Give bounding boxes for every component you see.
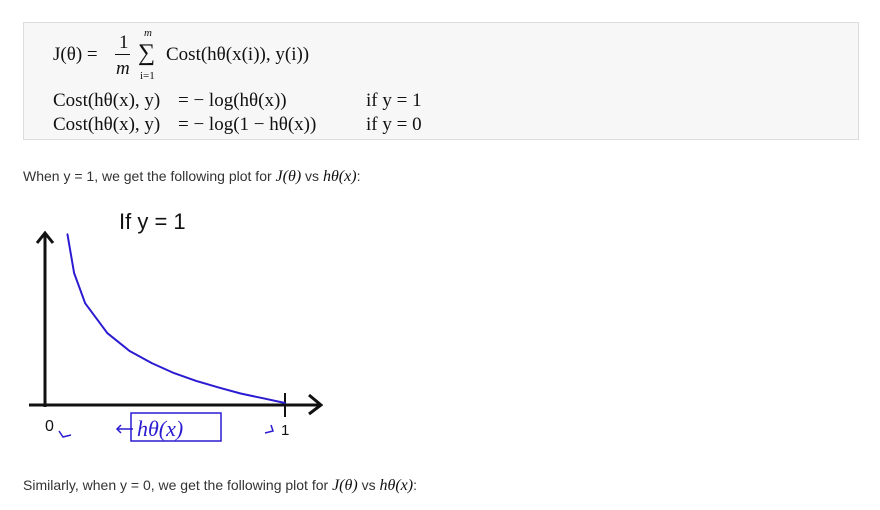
cost-curve-point: [66, 233, 69, 235]
cost-row2-condition: if y = 0: [366, 114, 422, 135]
cost-row1-condition: if y = 1: [366, 90, 422, 111]
cost-curve-point: [84, 302, 86, 305]
y-axis-arrow-icon: [35, 230, 55, 244]
label-left-arrow-icon: [115, 424, 122, 434]
fraction-numerator: 1: [119, 32, 129, 53]
plot-title: If y = 1: [119, 209, 186, 234]
origin-label: 0: [45, 418, 54, 435]
paragraph-y1-colon: :: [356, 168, 361, 184]
cost-curve-point: [195, 380, 197, 382]
cost-curve-point: [151, 362, 153, 364]
cost-curve-point: [239, 392, 242, 395]
fraction-denominator: m: [116, 58, 130, 79]
paragraph-y0-math-h: hθ(x): [379, 477, 414, 494]
cost-curve-point: [106, 332, 109, 334]
end-label: 1: [281, 422, 289, 439]
cost-plot-y1: If y = 1 0 1 hθ(x): [23, 207, 323, 452]
plot-background: [23, 207, 323, 452]
cost-row1-rhs: = − log(hθ(x)): [178, 90, 287, 111]
x-axis-arrow-icon: [308, 393, 323, 416]
paragraph-y1-math-h: hθ(x): [322, 168, 357, 185]
cost-curve-point: [173, 372, 175, 374]
fraction-bar: [115, 54, 130, 55]
cost-curve-point: [73, 272, 75, 274]
paragraph-y1-text: When y = 1, we get the following plot fo…: [23, 168, 272, 184]
j-theta-lhs: J(θ) =: [53, 44, 98, 65]
paragraph-y1-vs: vs: [305, 168, 320, 184]
paragraph-y0-math-j: J(θ): [332, 477, 358, 494]
sum-lower-limit: i=1: [140, 70, 155, 82]
end-scribble-arrow-icon: [264, 424, 274, 434]
cost-row1-lhs: Cost(hθ(x), y): [53, 90, 161, 111]
paragraph-y0: Similarly, when y = 0, we get the follow…: [23, 477, 417, 495]
cost-row2-lhs: Cost(hθ(x), y): [53, 114, 161, 135]
origin-scribble-arrow-icon: [58, 430, 72, 438]
curve-layer: [66, 233, 286, 404]
paragraph-y1-math-j: J(θ): [275, 168, 302, 185]
cost-curve-point: [217, 386, 220, 389]
x-axis-label: hθ(x): [137, 416, 183, 441]
cost-row2-rhs: = − log(1 − hθ(x)): [178, 114, 317, 135]
cost-plot-svg: If y = 1 0 1 hθ(x): [23, 207, 323, 452]
cost-curve-line: [66, 233, 286, 404]
sum-upper-limit: m: [144, 27, 152, 39]
cost-curve-point: [128, 350, 131, 352]
x-label-box: [130, 412, 222, 442]
sum-symbol: ∑: [138, 40, 156, 66]
cost-sum-term: Cost(hθ(x(i)), y(i)): [166, 44, 310, 65]
paragraph-y0-text: Similarly, when y = 0, we get the follow…: [23, 477, 329, 493]
paragraph-y0-colon: :: [413, 477, 417, 493]
paragraph-y1: When y = 1, we get the following plot fo…: [23, 168, 360, 186]
cost-curve-point: [284, 402, 286, 404]
cost-formula-box: J(θ) = 1 m m ∑ i=1 Cost(hθ(x(i)), y(i)) …: [23, 22, 859, 140]
cost-curve-point: [262, 397, 264, 399]
paragraph-y0-vs: vs: [361, 477, 376, 493]
